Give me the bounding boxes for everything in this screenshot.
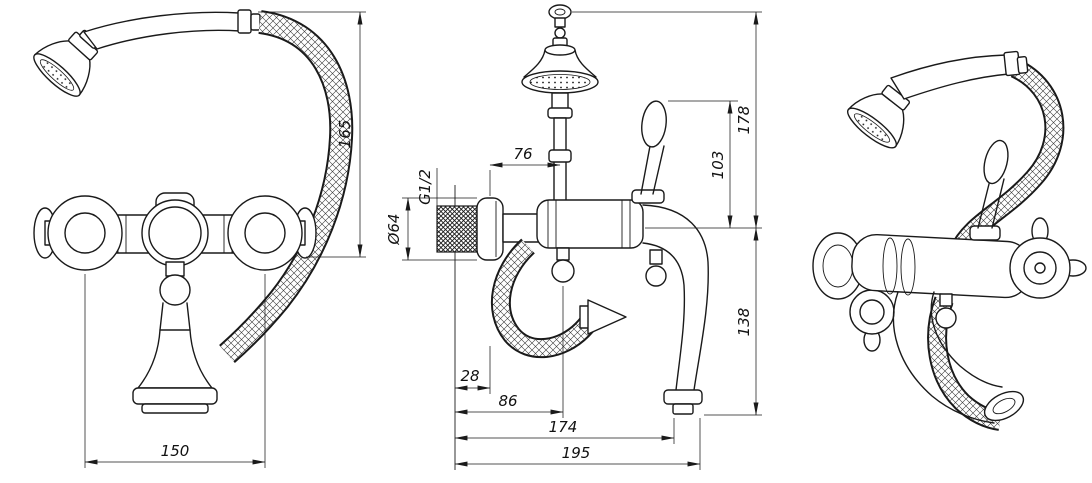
dim-lower-height: 138 [704, 227, 762, 416]
diverter-stem-side [556, 247, 570, 261]
shower-hose-front [219, 10, 354, 364]
lever-perspective [969, 139, 1009, 241]
dim-lever-height: 103 [668, 100, 738, 229]
side-view: 76 G1/2 Ø64 103 178 138 [385, 4, 762, 470]
shower-face-perspective [853, 113, 891, 143]
dim-thread: G1/2 [416, 168, 438, 206]
mixer-body-front [33, 192, 317, 414]
handset-grip [83, 11, 241, 50]
dim-wall-to-outlet: 174 [454, 418, 675, 444]
dim-projection: 195 [454, 418, 701, 470]
dim-label-195: 195 [562, 444, 591, 462]
tub-spout-side [642, 204, 709, 415]
lever-grip [641, 100, 667, 148]
dim-wall-to-hose: 28 [454, 346, 491, 394]
shower-face-front [39, 59, 75, 91]
handset-grip-perspective [890, 54, 1010, 100]
dim-label-150: 150 [161, 442, 190, 460]
column-foot [132, 387, 218, 405]
dim-label-d64: Ø64 [385, 214, 403, 246]
dim-handset-height: 165 [258, 11, 366, 258]
dim-inlet-centers: 150 [84, 274, 266, 468]
dim-head-offset: 76 [489, 145, 561, 196]
aerator [672, 403, 694, 415]
spout-knob-stem [649, 249, 663, 265]
perspective-view [812, 50, 1087, 431]
dim-label-g12: G1/2 [416, 169, 434, 205]
dim-label-178: 178 [735, 106, 753, 135]
dim-label-103: 103 [709, 151, 727, 180]
dim-label-86: 86 [498, 392, 517, 410]
dim-flange-diameter: Ø64 [385, 197, 477, 261]
spout-knob [645, 265, 667, 287]
handshower-perspective [847, 50, 1029, 149]
wall-connection [436, 185, 540, 470]
mixer-body-perspective [851, 233, 1031, 299]
wall-hook [548, 4, 572, 28]
shower-head-side [521, 27, 599, 94]
dim-wall-to-diverter: 86 [454, 286, 564, 418]
handshower-front [33, 9, 261, 97]
column-bell [137, 329, 213, 389]
shower-hose-side [490, 238, 627, 359]
shower-column [547, 92, 573, 207]
hose-cone-fitting [587, 299, 627, 335]
threaded-tail [436, 205, 478, 253]
diverter-neck-front [165, 261, 185, 277]
front-view: 165 150 [33, 9, 366, 468]
wall-flange-perspective [812, 232, 864, 300]
spout-outlet [663, 389, 703, 405]
dim-label-174: 174 [549, 418, 578, 436]
mixer-body-side [536, 199, 644, 283]
diverter-knob-side [551, 259, 575, 283]
dim-label-138: 138 [735, 308, 753, 337]
dim-upper-height: 178 [572, 11, 762, 229]
diverter-perspective [935, 293, 957, 329]
head-finial [554, 27, 566, 39]
lever-handle-side [631, 100, 667, 204]
inlet-pipe [502, 213, 540, 243]
diverter-knob-front [159, 274, 191, 306]
escutcheon-flange [476, 197, 504, 261]
cross-handle-back [849, 289, 895, 352]
spray-face [529, 74, 591, 90]
cross-handle-perspective [1009, 217, 1087, 299]
dim-label-165: 165 [336, 120, 354, 149]
dim-label-76: 76 [513, 145, 532, 163]
dim-label-28: 28 [460, 367, 479, 385]
hose-nut [237, 9, 252, 34]
tub-spout-perspective [892, 291, 1025, 424]
